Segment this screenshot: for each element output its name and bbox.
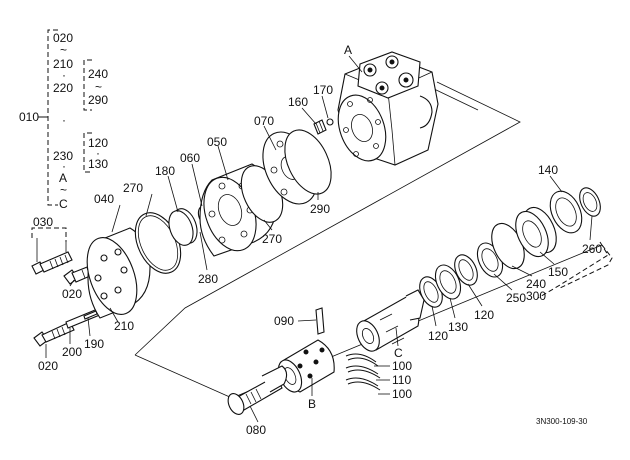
callout-240: 240 — [88, 67, 108, 81]
callout-010: 010 — [19, 110, 39, 124]
callout-100-b: 100 — [392, 387, 412, 401]
callout-050: 050 — [207, 135, 227, 149]
callout-180: 180 — [155, 164, 175, 178]
tilde-1: ~ — [60, 43, 67, 57]
group-brackets — [38, 29, 92, 206]
plate-180 — [168, 208, 198, 246]
seal-140 — [549, 190, 583, 234]
callout-170: 170 — [313, 83, 333, 97]
bearing-130 — [434, 264, 462, 300]
callout-230: 230 — [53, 149, 73, 163]
callout-250: 250 — [506, 291, 526, 305]
letter-a: A — [344, 43, 352, 57]
callout-280: 280 — [198, 272, 218, 286]
callout-120-top: 120 — [88, 136, 108, 150]
callout-110: 110 — [392, 373, 411, 387]
drive-shaft-080 — [227, 365, 288, 415]
callout-260: 260 — [582, 242, 602, 256]
letter-c: C — [394, 346, 403, 360]
callout-160: 160 — [288, 95, 308, 109]
leaf-springs — [345, 353, 381, 391]
reference-code: 3N300-109-30 — [536, 417, 588, 426]
callout-140: 140 — [538, 163, 558, 177]
callout-090: 090 — [274, 314, 294, 328]
callout-130-top: 130 — [88, 157, 108, 171]
callout-labels: 010 020 ~ 210 · 220 240 ~ 290 · 120 · 13… — [19, 31, 602, 437]
bolt-bottom — [33, 321, 75, 347]
callout-130-b: 130 — [448, 320, 468, 334]
bracket-300 — [537, 241, 609, 299]
callout-080: 080 — [246, 423, 266, 437]
callout-020-top: 020 — [53, 31, 73, 45]
callout-020-mid: 020 — [62, 287, 82, 301]
callout-100-a: 100 — [392, 359, 412, 373]
plug-160 — [313, 119, 327, 135]
letter-b: B — [308, 397, 316, 411]
spool-c — [356, 289, 425, 352]
bolt-bracket — [31, 227, 67, 242]
leader-lines — [45, 55, 593, 423]
ring-120-b — [454, 254, 478, 286]
ball-170 — [326, 118, 334, 126]
callout-210-mid: 210 — [114, 319, 134, 333]
callout-120-a: 120 — [428, 329, 448, 343]
callout-270-a: 270 — [123, 181, 143, 195]
callout-240-b: 240 — [526, 277, 546, 291]
callout-290-b: 290 — [310, 202, 330, 216]
dot-3: · — [96, 146, 100, 160]
callout-040: 040 — [94, 192, 114, 206]
callout-220: 220 — [53, 81, 73, 95]
pin-090 — [315, 307, 325, 335]
callout-290: 290 — [88, 93, 108, 107]
callout-210-top: 210 — [53, 57, 73, 71]
letter-a-side: A — [59, 171, 67, 185]
tilde-3: ~ — [60, 183, 67, 197]
callout-270-b: 270 — [262, 232, 282, 246]
callout-200: 200 — [62, 345, 82, 359]
callout-190: 190 — [84, 337, 104, 351]
callout-120-b: 120 — [474, 308, 494, 322]
sleeve-150 — [515, 206, 557, 258]
callout-060: 060 — [180, 151, 200, 165]
dot-1: · — [62, 68, 66, 82]
dot-2: · — [62, 113, 66, 127]
housing-a — [337, 51, 439, 166]
callout-030: 030 — [33, 215, 53, 229]
callout-300: 300 — [526, 289, 546, 303]
bolt-upper — [31, 251, 73, 275]
callout-150: 150 — [548, 265, 568, 279]
o-ring-290 — [284, 129, 332, 195]
dot-4: · — [62, 159, 66, 173]
ring-260 — [579, 187, 601, 217]
letter-c-side: C — [59, 197, 68, 211]
callout-020-bot: 020 — [38, 359, 58, 373]
tilde-2: ~ — [95, 80, 102, 94]
end-cap-040 — [86, 227, 151, 319]
callout-070: 070 — [254, 114, 274, 128]
